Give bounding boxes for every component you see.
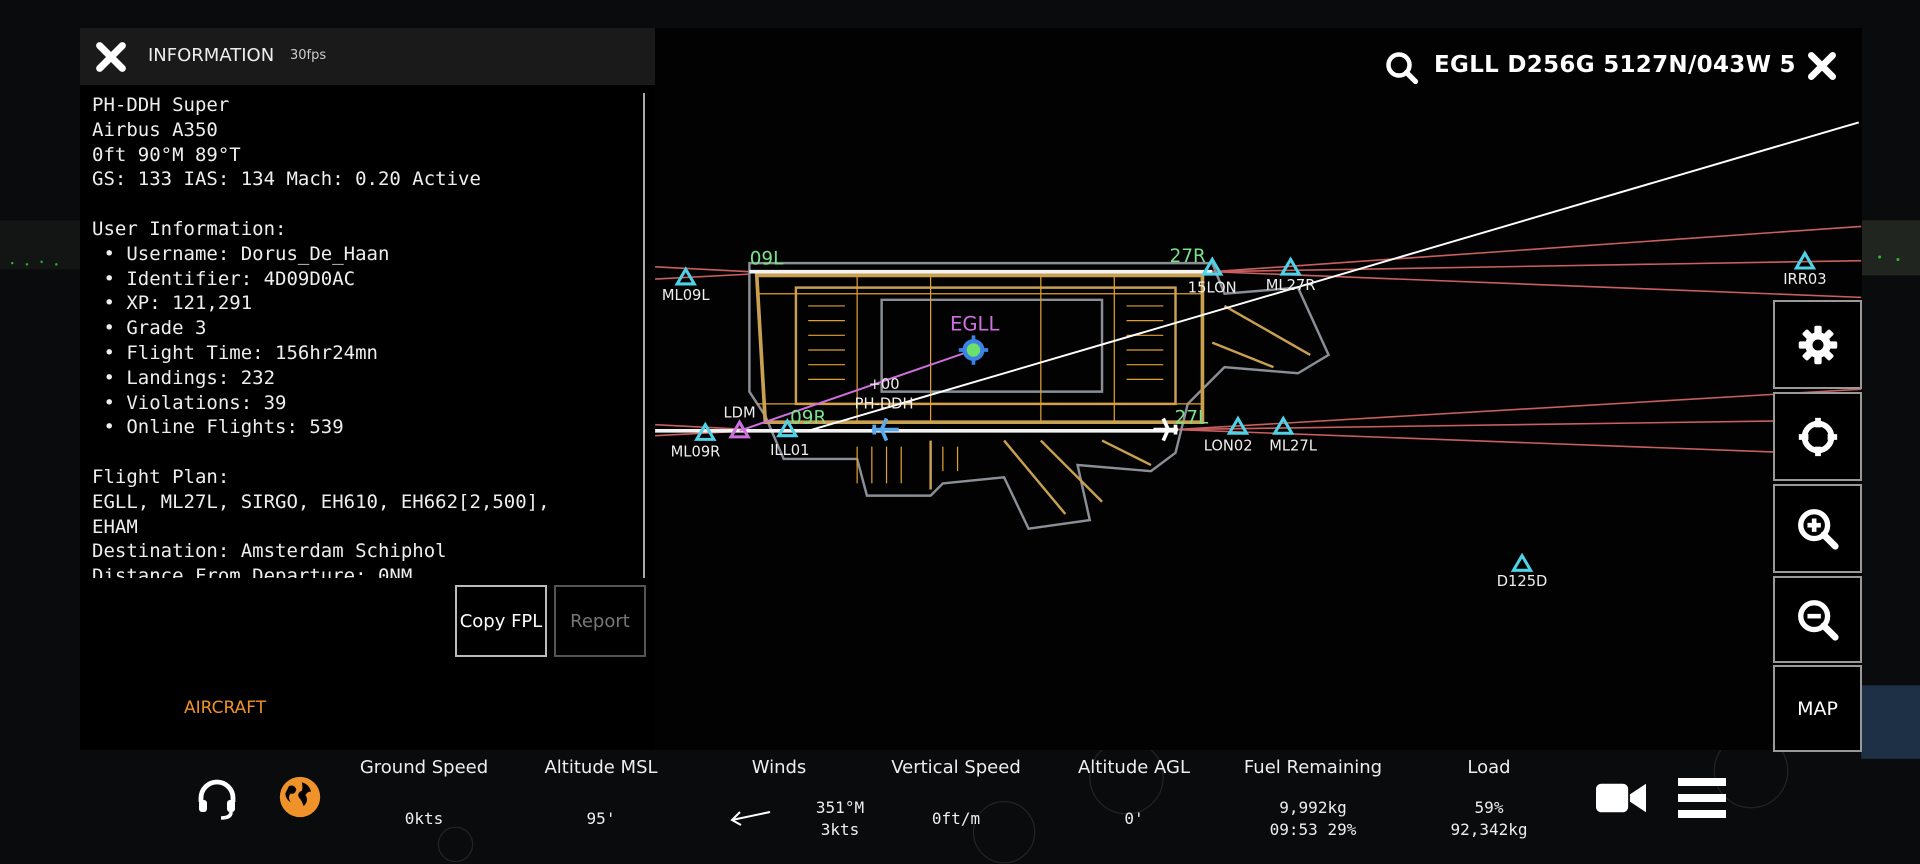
wind-arrow-icon xyxy=(730,811,771,826)
stat-label: Winds xyxy=(751,757,807,778)
info-panel-title: INFORMATION xyxy=(148,45,275,66)
info-line: GS: 133 IAS: 134 Mach: 0.20 Active xyxy=(92,168,481,191)
stat-value-secondary: 92,342kg xyxy=(1450,820,1528,839)
info-panel-header xyxy=(80,28,655,85)
waypoint-icon[interactable] xyxy=(728,419,751,439)
stat-label: Fuel Remaining xyxy=(1243,757,1383,778)
stat-value-secondary: 3kts xyxy=(820,820,860,839)
stat-value-secondary: 09:53 29% xyxy=(1269,820,1357,839)
airport-target-icon xyxy=(958,335,989,365)
waypoint-label: 15LON xyxy=(1188,279,1237,296)
info-line: • Identifier: 4D09D0AC xyxy=(92,267,356,290)
globe-icon[interactable] xyxy=(278,775,322,819)
search-input[interactable]: EGLL D256G 5127N/043W 5 xyxy=(1434,52,1796,78)
stat-label: Load xyxy=(1467,757,1511,778)
zoom-in-icon xyxy=(1797,508,1839,550)
aircraft-tab[interactable]: AIRCRAFT xyxy=(184,698,267,718)
settings-button[interactable] xyxy=(1773,300,1862,389)
waypoint-label: ILL01 xyxy=(770,442,809,459)
stat-value: 59% xyxy=(1474,798,1504,817)
center-location-button[interactable] xyxy=(1773,392,1862,481)
crosshair-icon xyxy=(1798,417,1837,456)
zoom-in-button[interactable] xyxy=(1773,484,1862,573)
info-line: PH-DDH Super xyxy=(92,94,230,116)
search-icon[interactable] xyxy=(1384,50,1420,86)
stat-value: 0ft/m xyxy=(931,809,981,828)
info-line: • Landings: 232 xyxy=(92,366,276,389)
waypoint-label: ML27L xyxy=(1269,437,1318,454)
info-line: EHAM xyxy=(92,515,138,538)
aircraft-callsign-label: PH-DDH xyxy=(855,396,914,413)
airport-label: EGLL xyxy=(950,312,999,335)
waypoint-label: ML09L xyxy=(662,287,711,304)
close-info-icon[interactable] xyxy=(94,40,128,74)
info-line: • Online Flights: 539 xyxy=(92,416,344,439)
report-button[interactable]: Report xyxy=(554,585,646,657)
waypoint-icon[interactable] xyxy=(1793,250,1817,270)
info-line: • Grade 3 xyxy=(92,317,207,340)
info-line: Distance From Departure: 0NM xyxy=(92,565,413,578)
stat-value: 351°M xyxy=(815,798,865,817)
aircraft-icon-blue xyxy=(871,417,899,442)
stat-value: 95' xyxy=(586,809,616,828)
waypoint-icon[interactable] xyxy=(1201,256,1224,276)
waypoint-label: D125D xyxy=(1497,573,1548,590)
stat-value: 9,992kg xyxy=(1279,798,1347,817)
info-line: Airbus A350 xyxy=(92,118,218,141)
waypoint-icon[interactable] xyxy=(674,266,697,286)
info-line: User Information: xyxy=(92,217,287,240)
info-scrollbar[interactable] xyxy=(643,93,645,578)
stat-label: Vertical Speed xyxy=(891,757,1021,778)
airport-layout xyxy=(748,261,1331,531)
runway-label: 09L xyxy=(750,248,784,269)
runway-label: 27R xyxy=(1170,246,1206,267)
flight-path-line xyxy=(807,121,1860,432)
stat-label: Altitude MSL xyxy=(544,757,658,778)
fps-counter: 30fps xyxy=(290,48,327,63)
info-line: 0ft 90°M 89°T xyxy=(92,143,241,166)
waypoint-icon[interactable] xyxy=(1226,415,1250,435)
info-line: • Violations: 39 xyxy=(92,391,287,414)
aircraft-altitude-label: +00 xyxy=(869,376,900,393)
waypoint-label: ML27R xyxy=(1266,277,1316,294)
bottom-status-bar: Ground Speed 0kts Altitude MSL 95' Winds 351°… xyxy=(0,750,1920,864)
close-map-icon[interactable] xyxy=(1806,50,1838,82)
info-line: • Flight Time: 156hr24mn xyxy=(92,341,378,364)
camera-icon[interactable] xyxy=(1596,780,1646,816)
waypoint-icon[interactable] xyxy=(1272,415,1295,435)
stat-label: Ground Speed xyxy=(359,757,489,778)
waypoint-icon[interactable] xyxy=(1510,552,1534,572)
menu-icon[interactable] xyxy=(1678,778,1726,818)
waypoint-icon[interactable] xyxy=(694,421,717,441)
info-line: • XP: 121,291 xyxy=(92,292,253,315)
info-line: EGLL, ML27L, SIRGO, EH610, EH662[2,500], xyxy=(92,490,550,513)
waypoint-label: ML09R xyxy=(671,443,721,460)
stat-label: Altitude AGL xyxy=(1077,757,1191,778)
info-line xyxy=(92,440,642,465)
stat-value: 0kts xyxy=(404,809,444,828)
waypoint-label: LDM xyxy=(724,404,756,421)
runway-label: 27L xyxy=(1175,407,1209,428)
waypoint-label: LON02 xyxy=(1204,437,1253,454)
headset-icon[interactable] xyxy=(193,774,241,822)
info-line: Flight Plan: xyxy=(92,465,230,488)
zoom-out-icon xyxy=(1797,599,1839,641)
info-line: Destination: Amsterdam Schiphol xyxy=(92,540,447,563)
runway-label: 09R xyxy=(790,407,826,428)
waypoint-icon[interactable] xyxy=(1279,256,1302,276)
gear-icon xyxy=(1798,325,1837,364)
waypoint-label: IRR03 xyxy=(1783,271,1826,288)
airport-direction-line xyxy=(739,349,974,432)
info-line xyxy=(92,192,642,217)
stat-value: 0' xyxy=(1124,809,1144,828)
aircraft-icon-white xyxy=(1153,417,1178,442)
info-line: • Username: Dorus_De_Haan xyxy=(92,242,390,265)
copy-fpl-button[interactable]: Copy FPL xyxy=(455,585,547,657)
waypoint-icon[interactable] xyxy=(776,417,799,438)
map-button[interactable]: MAP xyxy=(1773,665,1862,752)
zoom-out-button[interactable] xyxy=(1773,576,1862,663)
